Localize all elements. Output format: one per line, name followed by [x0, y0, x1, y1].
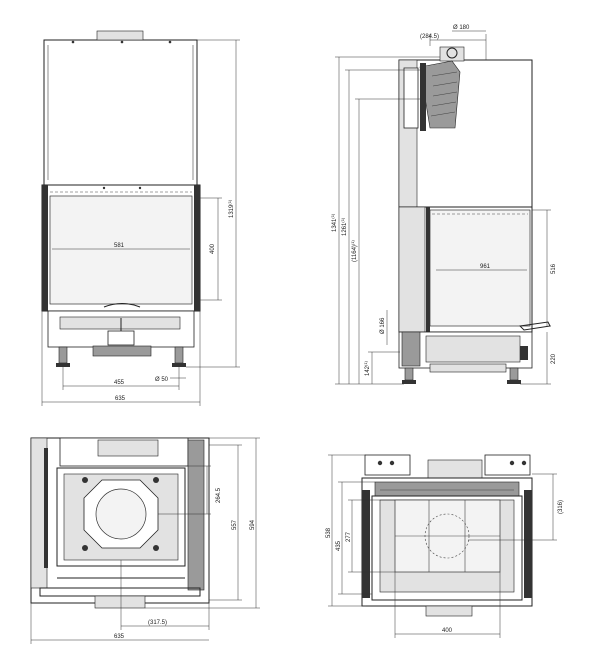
plan-dim-depth-mid: 435 [336, 540, 342, 551]
side-flue-pipe [419, 60, 461, 129]
side-dim-flue-axis-height: 1261(1) [340, 217, 348, 236]
front-glass [49, 195, 193, 305]
front-dim-total-height: 1319(1) [227, 199, 235, 218]
side-dim-air-diameter: Ø 166 [380, 317, 386, 334]
front-hood [43, 39, 198, 186]
side-dim-air-height: 142(1) [363, 360, 371, 376]
top-flue-circle [95, 488, 147, 540]
side-dim-glass-width: 961 [480, 264, 491, 270]
top-view: 264.5 557 594 (317.5) 635 [30, 437, 260, 644]
side-flue-outlet [439, 46, 465, 62]
side-dim-total-height: 1341(1) [330, 213, 338, 232]
top-dim-total-width: 635 [114, 634, 125, 640]
side-dim-flue-offset: (284.5) [420, 34, 439, 40]
plan-dim-depth-inner: 277 [346, 531, 352, 542]
front-dim-leg-offset: 455 [114, 380, 125, 386]
top-dim-flue-offset: 264.5 [216, 487, 222, 503]
plan-dim-glass-width: 400 [442, 628, 453, 634]
top-dim-depth-inner: 557 [232, 519, 238, 530]
side-view: Ø 180 (284.5) 1341(1) 1261(1) (1164)(1) … [330, 25, 557, 385]
side-dim-glass-height: 516 [551, 263, 557, 274]
side-hood [398, 59, 533, 208]
front-dim-leg-diameter: Ø 50 [155, 377, 169, 383]
front-view: 581 400 1319(1) Ø 50 455 635 [41, 30, 240, 406]
side-dim-flue-diameter: Ø 180 [453, 25, 470, 31]
plan-dim-depth-total: 538 [326, 527, 332, 538]
top-dim-depth-total: 594 [250, 519, 256, 530]
front-dim-total-width: 635 [115, 396, 126, 402]
front-dim-height-window: 400 [210, 243, 216, 254]
front-leg-right [174, 346, 184, 364]
plan-handle [425, 605, 473, 617]
side-glass [429, 209, 531, 327]
front-flue-collar [96, 30, 144, 41]
plan-view: 538 435 277 (316) 400 [326, 454, 564, 638]
top-handle [94, 595, 146, 609]
side-dim-base-height: 220 [551, 353, 557, 364]
front-leg-left [58, 346, 68, 364]
plan-dim-right-offset: (316) [558, 500, 564, 514]
front-dim-width-inner: 581 [114, 243, 125, 249]
top-dim-flue-lateral: (317.5) [148, 620, 167, 626]
plan-flue-collar [427, 459, 483, 479]
side-dim-flue-axis-alt: (1164)(1) [350, 240, 358, 262]
